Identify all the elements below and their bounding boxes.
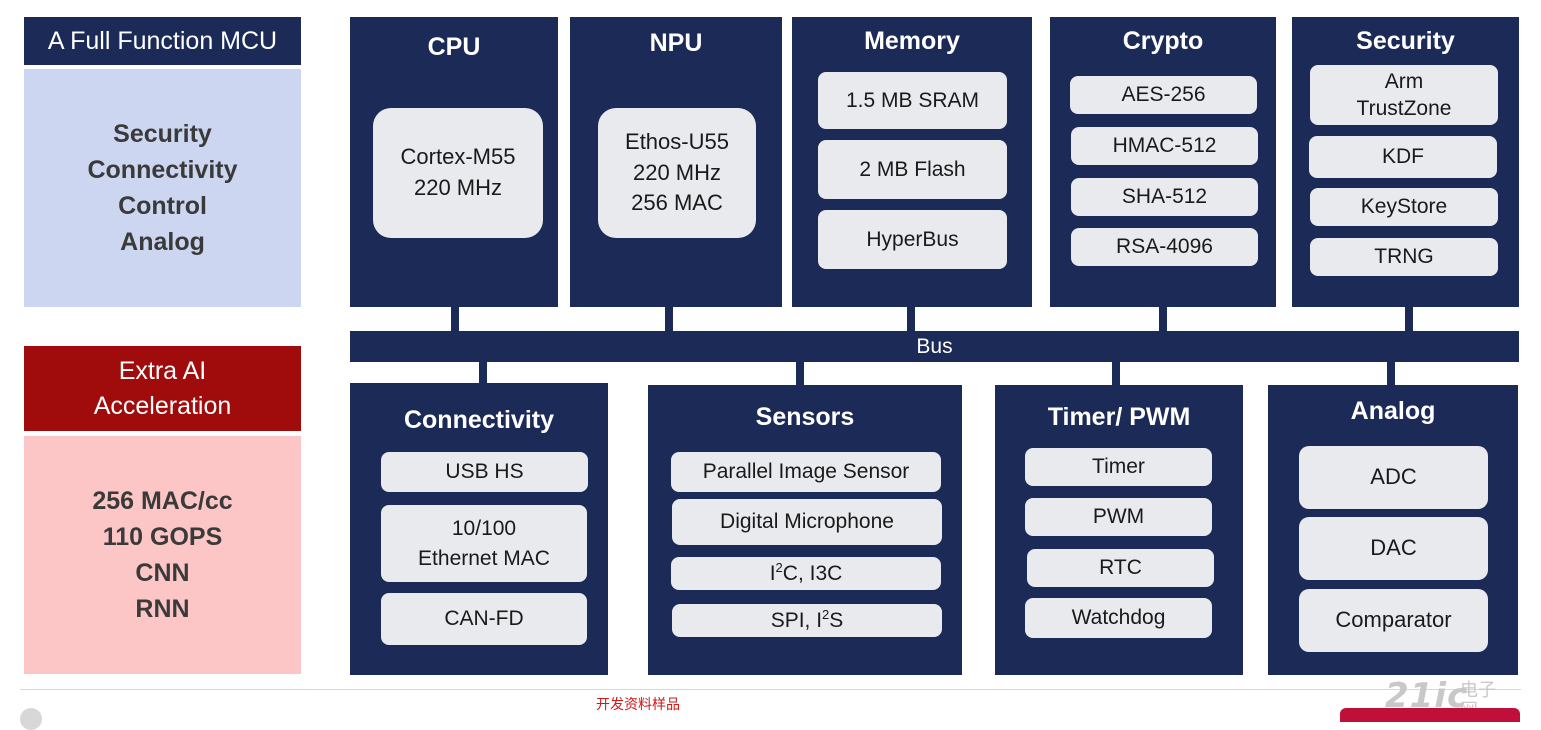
ai-header: Extra AI Acceleration: [24, 346, 301, 431]
memory-hyperbus: HyperBus: [818, 210, 1007, 269]
crypto-title: Crypto: [1122, 27, 1204, 55]
mcu-header-label: A Full Function MCU: [47, 26, 278, 55]
sensors-microphone: Digital Microphone: [672, 499, 942, 545]
timer-timer: Timer: [1025, 448, 1212, 486]
memory-flash: 2 MB Flash: [818, 140, 1007, 199]
mcu-feature: Security: [113, 119, 212, 148]
sensors-bus-connector: [796, 360, 804, 388]
security-title: Security: [1356, 27, 1455, 55]
npu-core-mac: 256 MAC: [631, 190, 723, 216]
crypto-aes: AES-256: [1070, 76, 1257, 114]
site-watermark-cn1: 电子: [1460, 680, 1496, 701]
sensors-i2c-label: I2C, I3C: [769, 559, 843, 585]
ai-feature: RNN: [135, 595, 190, 624]
connectivity-bus-connector: [479, 360, 487, 386]
analog-block: Analog ADC DAC Comparator: [1268, 385, 1518, 675]
mcu-features-panel: Security Connectivity Control Analog: [24, 69, 301, 307]
timer-block: Timer/ PWM Timer PWM RTC Watchdog: [995, 385, 1243, 675]
connectivity-block: Connectivity USB HS 10/100 Ethernet MAC …: [350, 383, 608, 675]
connectivity-ethernet-line2: Ethernet MAC: [418, 546, 550, 570]
ai-feature: 256 MAC/cc: [92, 486, 233, 515]
npu-bus-connector: [665, 305, 673, 333]
cpu-title: CPU: [427, 33, 481, 61]
connectivity-canfd: CAN-FD: [381, 593, 587, 645]
npu-core-pill: Ethos-U55 220 MHz 256 MAC: [598, 108, 756, 238]
security-trustzone-line2: TrustZone: [1356, 97, 1452, 120]
cpu-core-name: Cortex-M55: [400, 144, 516, 170]
analog-comparator: Comparator: [1299, 589, 1488, 652]
footer-brand-strip: [1340, 708, 1520, 722]
security-trustzone: Arm TrustZone: [1310, 65, 1498, 125]
memory-bus-connector: [907, 305, 915, 333]
connectivity-title: Connectivity: [403, 406, 555, 434]
analog-dac: DAC: [1299, 517, 1488, 580]
connectivity-ethernet-line1: 10/100: [451, 517, 517, 541]
timer-watchdog: Watchdog: [1025, 598, 1212, 638]
mcu-feature: Connectivity: [87, 155, 238, 184]
memory-block: Memory 1.5 MB SRAM 2 MB Flash HyperBus: [792, 17, 1032, 307]
crypto-hmac: HMAC-512: [1071, 127, 1258, 165]
ai-feature: 110 GOPS: [102, 522, 223, 551]
mcu-header: A Full Function MCU: [24, 17, 301, 65]
sensors-image: Parallel Image Sensor: [671, 452, 941, 492]
security-trustzone-line1: Arm: [1384, 69, 1424, 93]
footer-circle-icon: [20, 708, 42, 730]
security-kdf: KDF: [1309, 136, 1497, 178]
sensors-block: Sensors Parallel Image Sensor Digital Mi…: [648, 385, 962, 675]
security-trng: TRNG: [1310, 238, 1498, 276]
timer-title: Timer/ PWM: [1047, 403, 1191, 431]
crypto-rsa: RSA-4096: [1071, 228, 1258, 266]
npu-core-freq: 220 MHz: [632, 159, 722, 185]
npu-block: NPU Ethos-U55 220 MHz 256 MAC: [570, 17, 782, 307]
ai-feature: CNN: [135, 559, 190, 587]
ai-header-line2: Acceleration: [93, 391, 232, 420]
cpu-core-pill: Cortex-M55 220 MHz: [373, 108, 543, 238]
sensors-i2c: I2C, I3C: [671, 557, 941, 590]
cpu-block: CPU Cortex-M55 220 MHz: [350, 17, 558, 307]
connectivity-ethernet: 10/100 Ethernet MAC: [381, 505, 587, 582]
mcu-feature: Control: [118, 192, 207, 220]
npu-core-name: Ethos-U55: [625, 128, 729, 154]
security-block: Security Arm TrustZone KDF KeyStore TRNG: [1292, 17, 1519, 307]
analog-title: Analog: [1350, 397, 1436, 425]
cpu-core-freq: 220 MHz: [413, 175, 503, 200]
npu-title: NPU: [649, 29, 703, 57]
ai-header-line1: Extra AI: [118, 356, 207, 385]
analog-adc: ADC: [1299, 446, 1488, 509]
ai-features-panel: 256 MAC/cc 110 GOPS CNN RNN: [24, 436, 301, 674]
cpu-bus-connector: [451, 305, 459, 333]
timer-bus-connector: [1112, 360, 1120, 388]
mcu-feature: Analog: [120, 228, 205, 257]
memory-title: Memory: [864, 27, 960, 55]
sensors-spi: SPI, I2S: [672, 604, 942, 637]
crypto-sha: SHA-512: [1071, 178, 1258, 216]
sensors-spi-label: SPI, I2S: [770, 606, 844, 632]
security-keystore: KeyStore: [1310, 188, 1498, 226]
timer-rtc: RTC: [1027, 549, 1214, 587]
connectivity-usb: USB HS: [381, 452, 588, 492]
sensors-title: Sensors: [755, 403, 855, 431]
security-bus-connector: [1405, 305, 1413, 333]
system-bus: Bus: [350, 331, 1519, 362]
timer-pwm: PWM: [1025, 498, 1212, 536]
crypto-block: Crypto AES-256 HMAC-512 SHA-512 RSA-4096: [1050, 17, 1276, 307]
sample-watermark: 开发资料样品: [596, 697, 680, 713]
analog-bus-connector: [1387, 360, 1395, 388]
bus-label: Bus: [916, 334, 953, 358]
memory-sram: 1.5 MB SRAM: [818, 72, 1007, 129]
footer-divider: [20, 689, 1521, 690]
